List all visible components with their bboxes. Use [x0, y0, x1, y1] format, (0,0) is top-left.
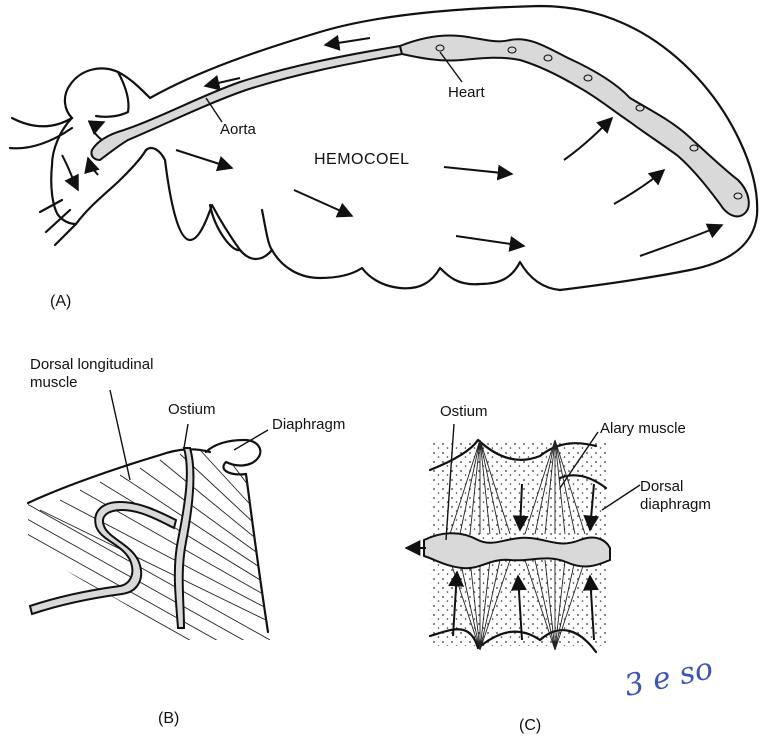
head-arrow-2 — [62, 155, 78, 190]
hemocoel-callout: HEMOCOEL — [314, 151, 410, 169]
panel-c-drawing — [406, 424, 640, 652]
antennae — [10, 118, 72, 148]
diaphragm-flap — [206, 440, 260, 474]
alary-muscle-callout: Alary muscle — [600, 420, 686, 438]
dorsal-diaphragm-callout: Dorsal diaphragm — [640, 478, 711, 514]
panel-c-label: (C) — [519, 717, 541, 735]
ostium-b-leader — [184, 424, 188, 448]
heart-callout: Heart — [448, 84, 485, 102]
muscle-fibers — [20, 448, 270, 700]
diaphragm-callout: Diaphragm — [272, 416, 345, 434]
panel-b-drawing — [20, 390, 270, 700]
dorsal-longitudinal-muscle-callout: Dorsal longitudinal muscle — [30, 356, 153, 392]
panel-b-label: (B) — [158, 710, 179, 728]
heart-vessel — [400, 35, 749, 216]
aorta-vessel — [91, 46, 402, 160]
panel-a-drawing — [10, 6, 757, 290]
body-outline-ventral — [146, 148, 560, 290]
dorsal-diaphragm-leader — [602, 485, 640, 510]
panel-a-label: (A) — [50, 293, 71, 311]
aorta-callout: Aorta — [220, 121, 256, 139]
hemocoel-flow-arrows — [176, 38, 722, 256]
ostium-b-callout: Ostium — [168, 401, 216, 419]
panel-b-loop-vessel — [30, 502, 176, 614]
ostium-c-callout: Ostium — [440, 403, 488, 421]
head-arrow-1 — [94, 122, 104, 140]
thorax-legs — [210, 205, 272, 250]
